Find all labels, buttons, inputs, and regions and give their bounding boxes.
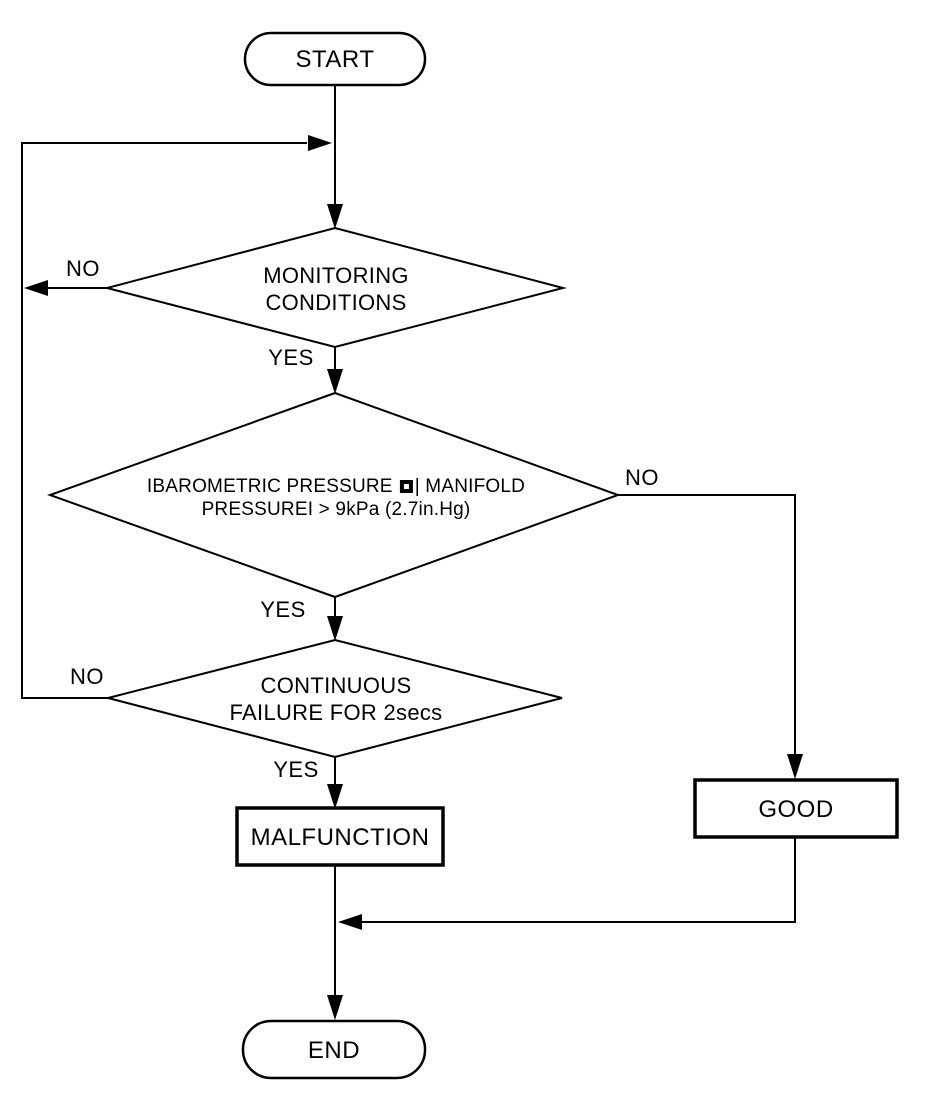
malfunction-process-shape — [235, 806, 445, 867]
pressure-label-line1: IBAROMETRIC PRESSURE | MANIFOLD — [147, 475, 525, 498]
malfunction-label: MALFUNCTION — [250, 824, 430, 851]
monitoring-no-label: NO — [66, 256, 100, 281]
monitoring-yes-label: YES — [268, 345, 314, 370]
arrowhead-monitoring-no — [24, 280, 48, 296]
continuous-no-label: NO — [70, 664, 104, 689]
good-label: GOOD — [758, 796, 834, 823]
pressure-yes-label: YES — [260, 597, 306, 622]
monitoring-decision-shape — [103, 226, 567, 349]
end-label: END — [307, 1037, 361, 1064]
pressure-label-line1-text-a: IBAROMETRIC PRESSURE — [146, 476, 393, 497]
continuous-label-line1: CONTINUOUS — [260, 673, 412, 698]
pressure-label: IBAROMETRIC PRESSURE | MANIFOLD PRESSUREI… — [147, 475, 525, 521]
end-terminator-shape — [241, 1019, 427, 1080]
continuous-yes-label: YES — [273, 757, 319, 782]
start-label: START — [295, 46, 375, 73]
pressure-label-line2: PRESSUREI > 9kPa (2.7in.Hg) — [201, 499, 471, 520]
arrowhead-into-monitoring — [327, 204, 343, 229]
continuous-decision-shape — [107, 638, 563, 759]
continuous-label-line2: FAILURE FOR 2secs — [229, 700, 443, 725]
inverse-square-bullet-icon — [399, 480, 413, 493]
arrowhead-loop-into-mainline — [308, 135, 332, 151]
edge-good-to-end — [360, 837, 796, 923]
pressure-decision-shape — [47, 391, 621, 599]
pressure-label-line1-text-b: | MANIFOLD — [414, 476, 526, 497]
arrowhead-into-pressure — [327, 369, 343, 394]
arrowhead-into-malfunction — [327, 784, 343, 809]
edge-loop-back — [21, 142, 307, 699]
arrowhead-into-good — [787, 754, 803, 779]
monitoring-label: MONITORING CONDITIONS — [263, 262, 409, 316]
continuous-label: CONTINUOUS FAILURE FOR 2secs — [230, 672, 443, 726]
pressure-no-label: NO — [625, 465, 659, 490]
monitoring-label-line2: CONDITIONS — [265, 290, 407, 315]
edge-pressure-no — [618, 494, 796, 757]
arrowhead-into-end — [327, 995, 343, 1020]
good-process-shape — [693, 778, 899, 839]
monitoring-label-line1: MONITORING — [263, 263, 409, 288]
arrowhead-into-continuous — [327, 616, 343, 641]
start-terminator-shape — [243, 31, 427, 87]
arrowhead-good-into-mainline — [338, 914, 362, 930]
